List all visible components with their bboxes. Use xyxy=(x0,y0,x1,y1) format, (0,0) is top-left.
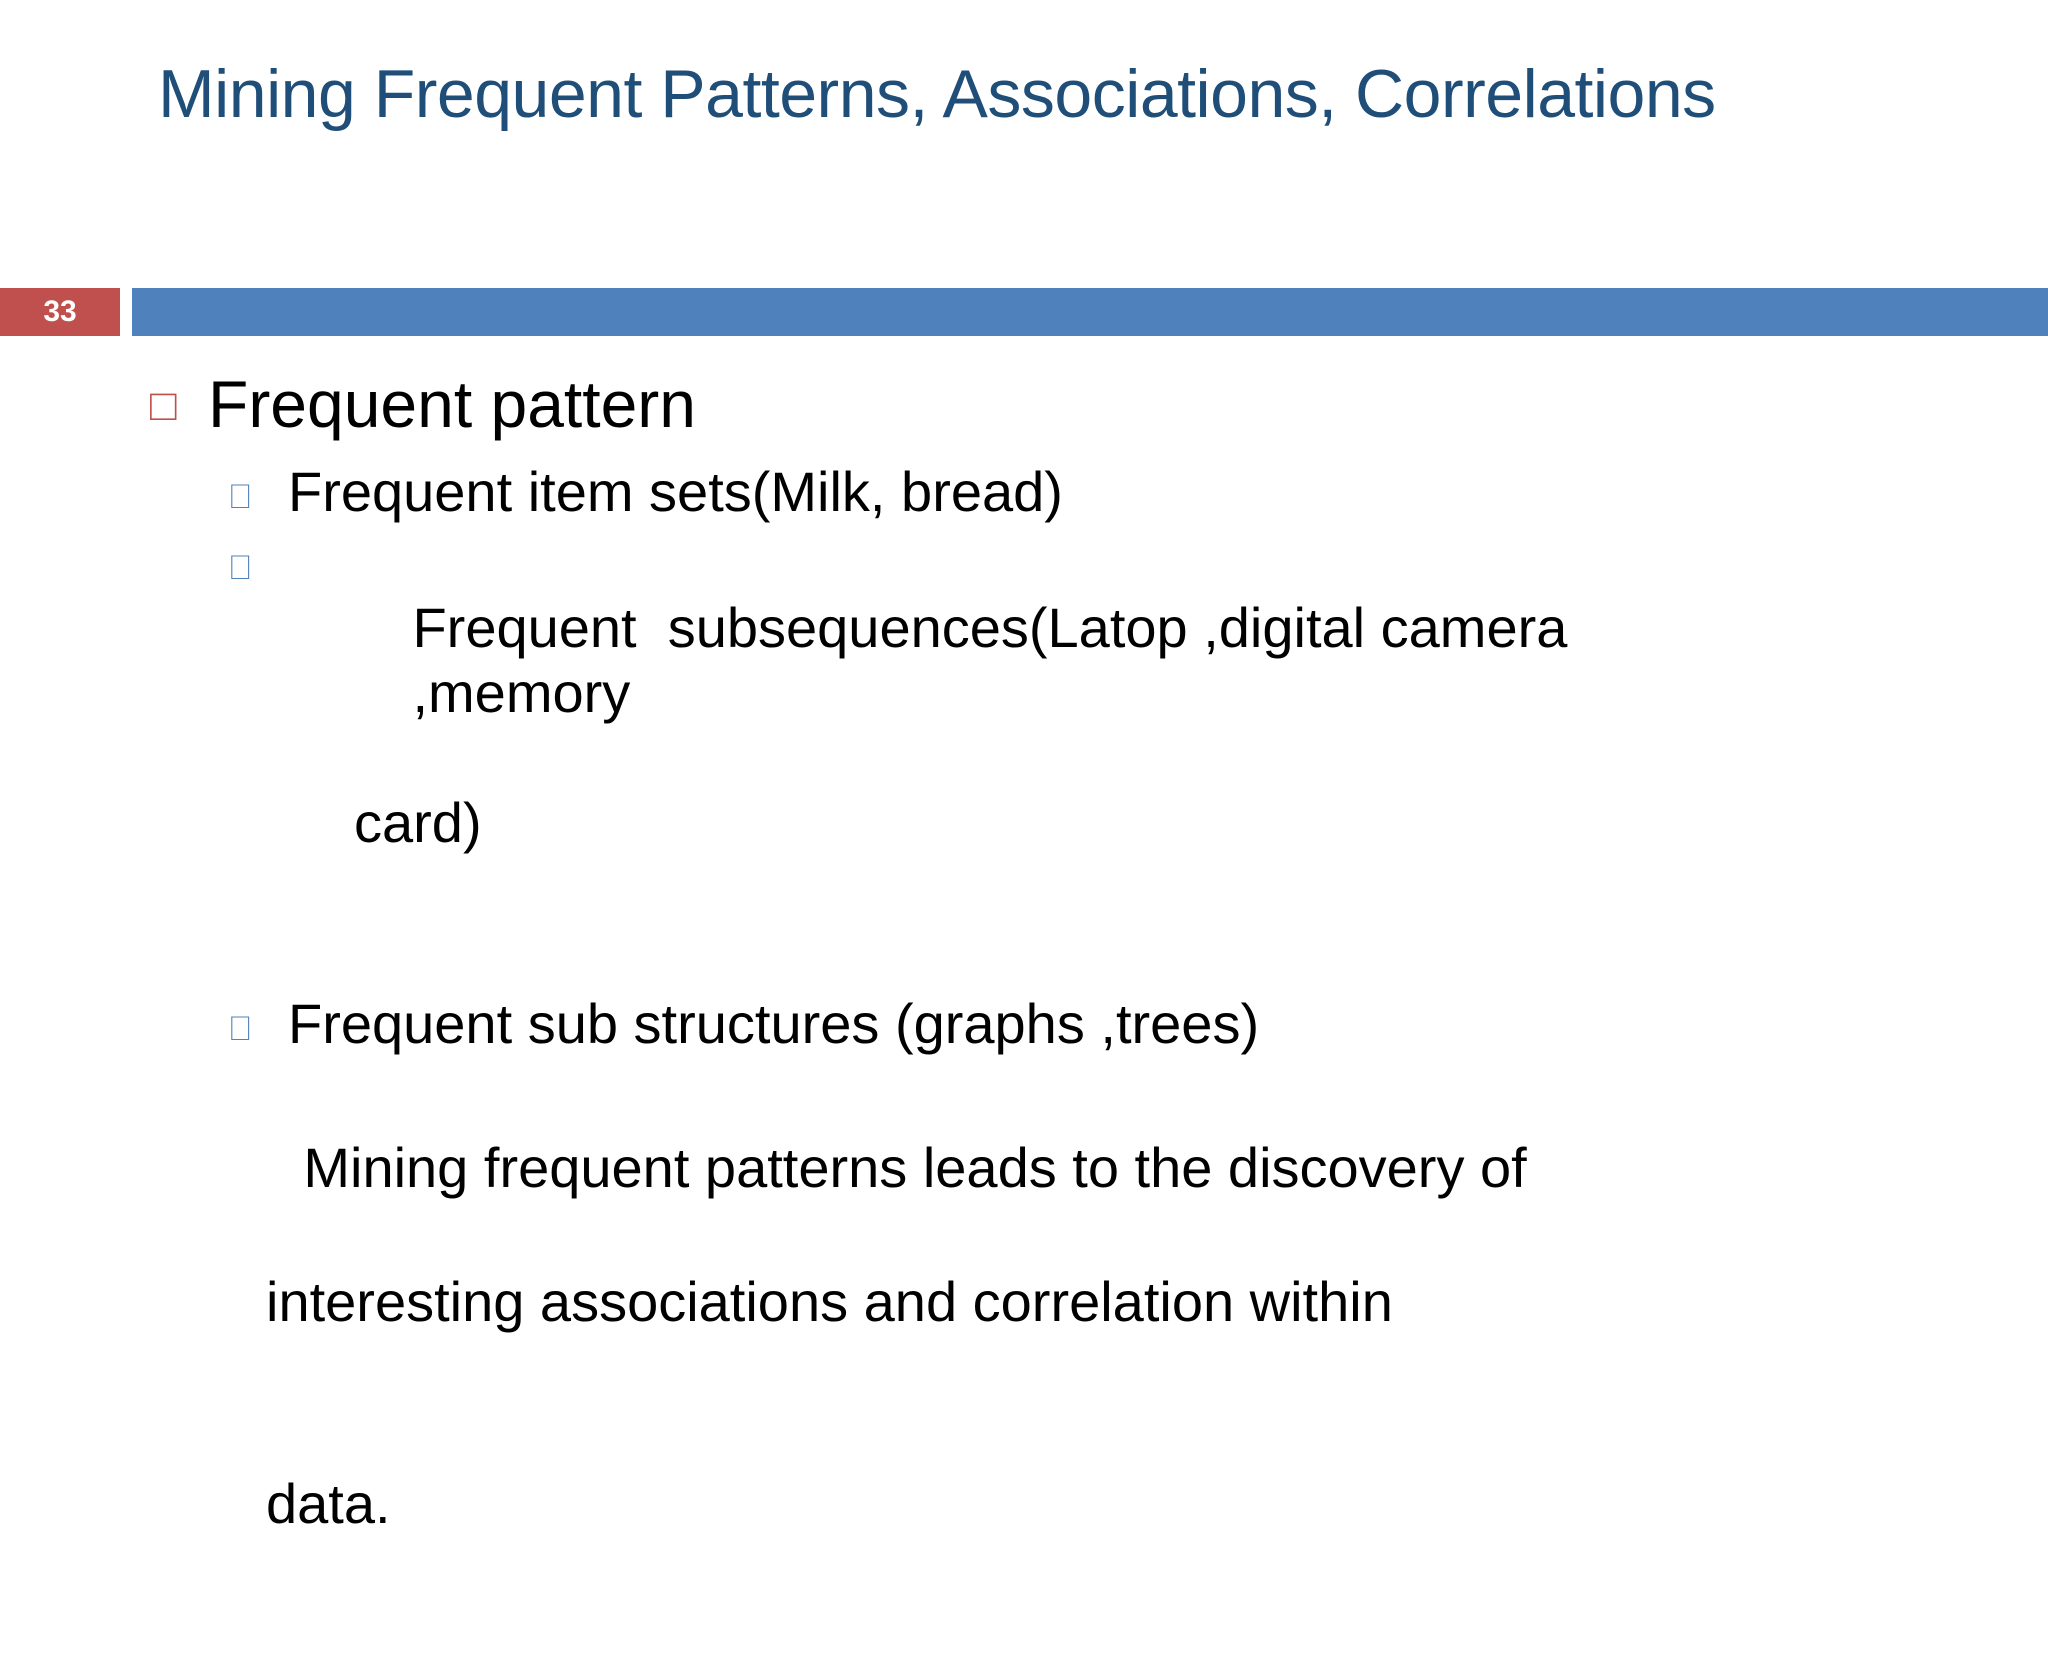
hollow-square-bullet-icon: □ xyxy=(150,381,177,430)
summary-line2: interesting associations and correlation… xyxy=(266,1270,1393,1334)
box-bullet-icon: ⎕ xyxy=(230,476,251,517)
bullet-level1-frequent-pattern: □ Frequent pattern xyxy=(150,367,1950,442)
title-block: Mining Frequent Patterns, Associations, … xyxy=(158,58,1858,131)
bullet-level2-label: Frequent subsequences(Latop ,digital cam… xyxy=(288,531,1567,986)
bullet-level2-sub-structures: ⎕ Frequent sub structures (graphs ,trees… xyxy=(150,992,1950,1057)
bullet-level2-line3: card) xyxy=(354,790,482,854)
bullet-level1-label: Frequent pattern xyxy=(208,367,696,441)
bullet-level2-subsequences: ⎕ Frequent subsequences(Latop ,digital c… xyxy=(150,531,1950,986)
accent-rule xyxy=(132,288,2048,336)
summary-paragraph: Mining frequent patterns leads to the di… xyxy=(150,1066,1900,1671)
header-divider-band: 33 xyxy=(0,288,2048,336)
box-bullet-icon: ⎕ xyxy=(230,547,251,588)
bullet-level2-line2: ,memory xyxy=(412,660,631,724)
summary-line3: data. xyxy=(266,1471,391,1535)
page-title: Mining Frequent Patterns, Associations, … xyxy=(158,56,1716,132)
bullet-level2-label: Frequent item sets(Milk, bread) xyxy=(288,459,1063,523)
slide-number-badge: 33 xyxy=(0,288,120,336)
summary-line1: Mining frequent patterns leads to the di… xyxy=(303,1135,1527,1199)
bullet-level2-item-sets: ⎕ Frequent item sets(Milk, bread) xyxy=(150,460,1950,525)
bullet-level2-label: Frequent sub structures (graphs ,trees) xyxy=(288,991,1260,1055)
body-content: □ Frequent pattern ⎕ Frequent item sets(… xyxy=(150,367,1950,1671)
box-bullet-icon: ⎕ xyxy=(230,1008,251,1049)
slide-canvas: Mining Frequent Patterns, Associations, … xyxy=(0,57,2048,1535)
bullet-level2-line1: Frequent subsequences(Latop ,digital cam… xyxy=(412,595,1568,659)
